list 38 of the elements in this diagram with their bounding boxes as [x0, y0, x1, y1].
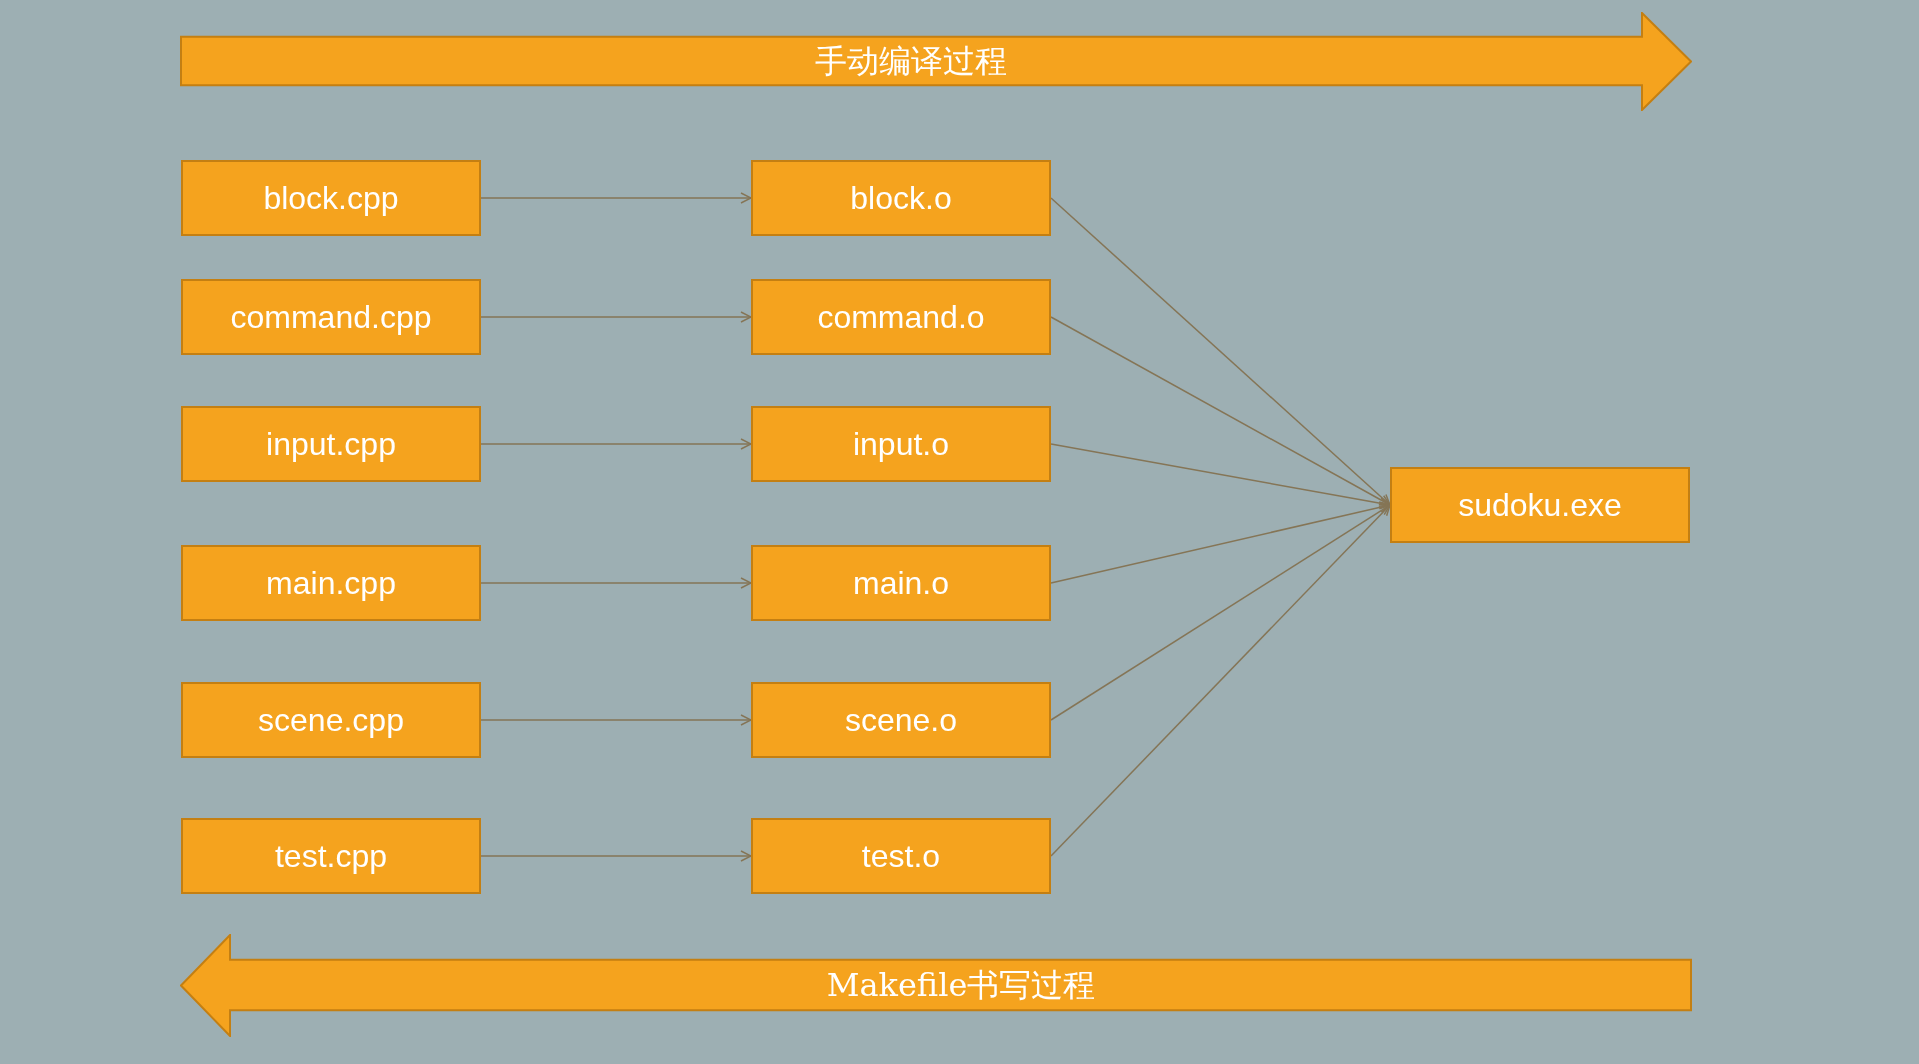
arrow [1050, 504, 1391, 857]
file-name: main.cpp [266, 567, 396, 599]
file-name: scene.cpp [258, 704, 404, 736]
file-name: command.o [817, 301, 985, 333]
arrow [1050, 504, 1391, 721]
file-name: scene.o [844, 704, 958, 736]
file-box [751, 406, 1051, 482]
arrow [480, 714, 752, 726]
file-name: test.o [861, 840, 941, 872]
file-box [181, 160, 481, 236]
arrow [480, 192, 752, 204]
file-name: input.o [852, 428, 950, 460]
arrow [1050, 197, 1391, 506]
banner-label: Makefile书写过程 [826, 969, 1096, 1001]
arrow [480, 438, 752, 450]
file-name: main.o [852, 567, 949, 599]
file-name: test.cpp [274, 840, 388, 872]
file-box [751, 818, 1051, 894]
file-name: command.cpp [230, 301, 432, 333]
file-box [751, 279, 1051, 355]
file-box [181, 818, 481, 894]
file-box [181, 545, 481, 621]
file-box [181, 682, 481, 758]
file-box [751, 160, 1051, 236]
arrow [480, 850, 752, 862]
banner-label: 手动编译过程 [815, 45, 1007, 77]
arrow [1050, 316, 1391, 506]
file-name: sudoku.exe [1458, 489, 1622, 521]
file-name: block.cpp [263, 182, 399, 214]
file-box [181, 279, 481, 355]
arrow [480, 577, 752, 589]
file-box [181, 406, 481, 482]
file-box [751, 545, 1051, 621]
file-name: block.o [850, 182, 952, 214]
file-box [1390, 467, 1690, 543]
arrow [480, 311, 752, 323]
file-box [751, 682, 1051, 758]
file-name: input.cpp [266, 428, 396, 460]
